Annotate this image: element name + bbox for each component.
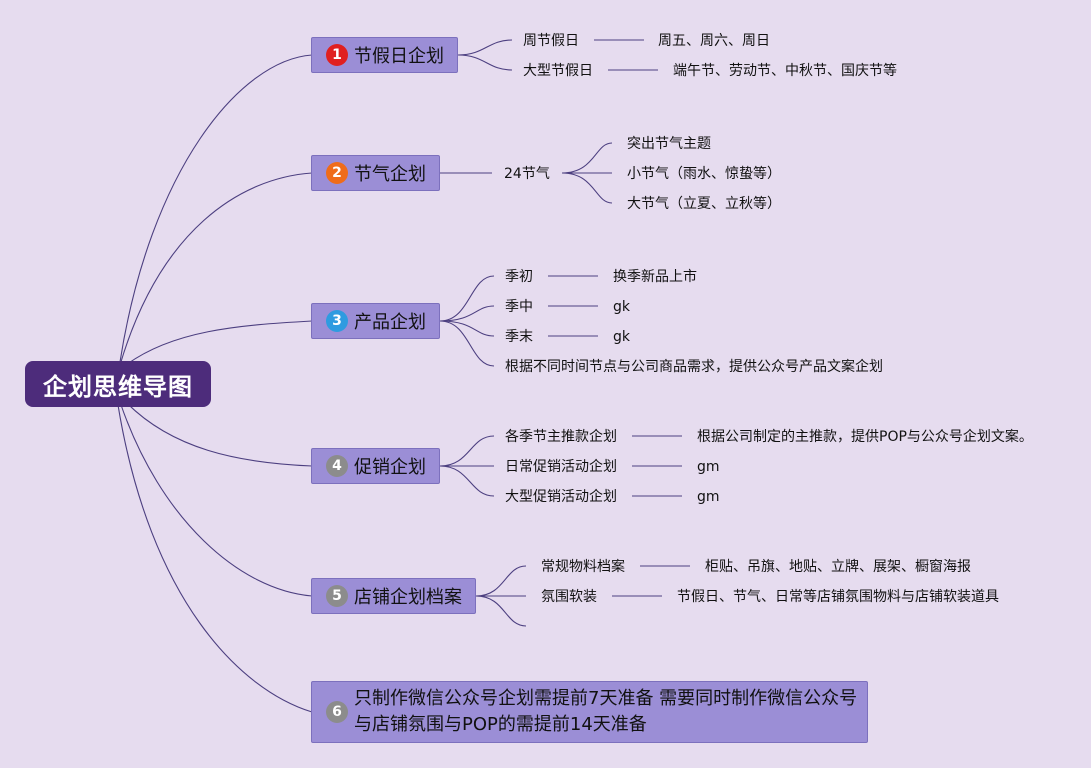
leaf-seasonal-hero[interactable]: 各季节主推款企划 — [505, 429, 617, 445]
leaf-24-solar-terms[interactable]: 24节气 — [504, 166, 550, 182]
number-2-badge: 2 — [326, 162, 348, 184]
leaf-regular-materials[interactable]: 常规物料档案 — [541, 559, 625, 575]
leaf-weekly-holiday[interactable]: 周节假日 — [523, 33, 579, 49]
branch-label: 只制作微信公众号企划需提前7天准备 需要同时制作微信公众号与店铺氛围与POP的需… — [354, 688, 858, 735]
branch-lead-time-note[interactable]: 6 只制作微信公众号企划需提前7天准备 需要同时制作微信公众号与店铺氛围与POP… — [311, 681, 868, 743]
branch-promotion[interactable]: 4 促销企划 — [311, 448, 440, 484]
leaf-major-promo[interactable]: 大型促销活动企划 — [505, 489, 617, 505]
branch-label: 店铺企划档案 — [354, 587, 462, 608]
leaf-daily-promo-detail[interactable]: gm — [697, 459, 720, 475]
number-3-badge: 3 — [326, 310, 348, 332]
leaf-ambience-decor-detail[interactable]: 节假日、节气、日常等店铺氛围物料与店铺软装道具 — [677, 589, 999, 605]
branch-store-archive[interactable]: 5 店铺企划档案 — [311, 578, 476, 614]
leaf-season-mid[interactable]: 季中 — [505, 299, 533, 315]
leaf-daily-promo[interactable]: 日常促销活动企划 — [505, 459, 617, 475]
leaf-season-start[interactable]: 季初 — [505, 269, 533, 285]
branch-solar-term[interactable]: 2 节气企划 — [311, 155, 440, 191]
leaf-major-holiday[interactable]: 大型节假日 — [523, 63, 593, 79]
branch-holiday[interactable]: 1 节假日企划 — [311, 37, 458, 73]
leaf-season-mid-detail[interactable]: gk — [613, 299, 630, 315]
leaf-weekly-holiday-detail[interactable]: 周五、周六、周日 — [658, 33, 770, 49]
leaf-solar-sub-2[interactable]: 小节气（雨水、惊蛰等） — [627, 166, 781, 182]
leaf-season-end[interactable]: 季末 — [505, 329, 533, 345]
leaf-major-holiday-detail[interactable]: 端午节、劳动节、中秋节、国庆节等 — [673, 63, 897, 79]
leaf-seasonal-hero-detail[interactable]: 根据公司制定的主推款，提供POP与公众号企划文案。 — [697, 429, 1033, 445]
leaf-season-start-detail[interactable]: 换季新品上市 — [613, 269, 697, 285]
root-label: 企划思维导图 — [43, 372, 193, 401]
branch-label: 促销企划 — [354, 457, 426, 478]
branch-label: 节假日企划 — [354, 46, 444, 67]
leaf-solar-sub-1[interactable]: 突出节气主题 — [627, 136, 711, 152]
number-4-badge: 4 — [326, 455, 348, 477]
number-1-badge: 1 — [326, 44, 348, 66]
number-5-badge: 5 — [326, 585, 348, 607]
branch-label: 节气企划 — [354, 164, 426, 185]
leaf-product-copy[interactable]: 根据不同时间节点与公司商品需求，提供公众号产品文案企划 — [505, 359, 883, 375]
number-6-badge: 6 — [326, 701, 348, 723]
leaf-major-promo-detail[interactable]: gm — [697, 489, 720, 505]
leaf-solar-sub-3[interactable]: 大节气（立夏、立秋等） — [627, 196, 781, 212]
leaf-ambience-decor[interactable]: 氛围软装 — [541, 589, 597, 605]
leaf-regular-materials-detail[interactable]: 柜贴、吊旗、地贴、立牌、展架、橱窗海报 — [705, 559, 971, 575]
branch-label: 产品企划 — [354, 312, 426, 333]
root-node[interactable]: 企划思维导图 — [25, 361, 211, 407]
branch-product[interactable]: 3 产品企划 — [311, 303, 440, 339]
leaf-season-end-detail[interactable]: gk — [613, 329, 630, 345]
